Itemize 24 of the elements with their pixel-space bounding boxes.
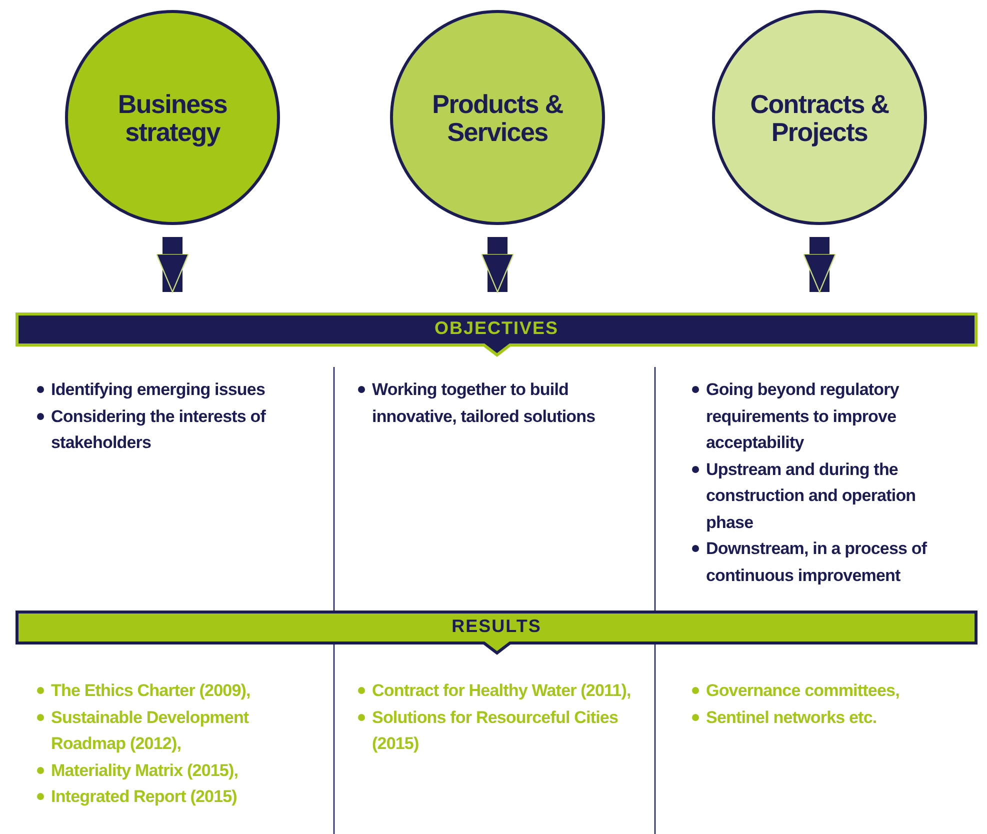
down-arrow [480, 237, 514, 293]
banner-title: RESULTS [452, 616, 542, 637]
list-item-text: Considering the interests of stakeholders [51, 406, 267, 454]
list-item-text: Solutions for Resourceful Cities (2015) [372, 706, 620, 755]
list-item-text: Integrated Report (2015) [51, 786, 237, 808]
circle-title: Products & Services [431, 90, 564, 146]
list-item-text: Sentinel networks etc. [706, 706, 877, 728]
list-item-text: Upstream and during the construction and operation phase [706, 458, 917, 534]
list-item-text: Working together to build innovative, tailored solutions [372, 379, 596, 428]
list-item-text: Materiality Matrix (2015), [51, 760, 238, 782]
down-arrow [802, 237, 836, 293]
list-item-text: Going beyond regulatory requirements to improve acceptability [706, 379, 900, 454]
section-banner [15, 312, 978, 357]
list-item-text: The Ethics Charter (2009), [51, 680, 250, 702]
list-item-text: Identifying emerging issues [51, 379, 266, 401]
section-banner [15, 610, 978, 655]
list-item-text: Contract for Healthy Water (2011), [372, 680, 631, 702]
circle-title: Contracts & Projects [749, 90, 890, 146]
list-item-text: Governance committees, [706, 680, 900, 702]
banner-title: OBJECTIVES [434, 318, 559, 339]
circle-title: Business strategy [116, 90, 228, 146]
list-item-text: Sustainable Development Roadmap (2012), [51, 706, 250, 755]
down-arrow [156, 237, 190, 293]
list-item-text: Downstream, in a process of continuous improvement [706, 538, 928, 586]
